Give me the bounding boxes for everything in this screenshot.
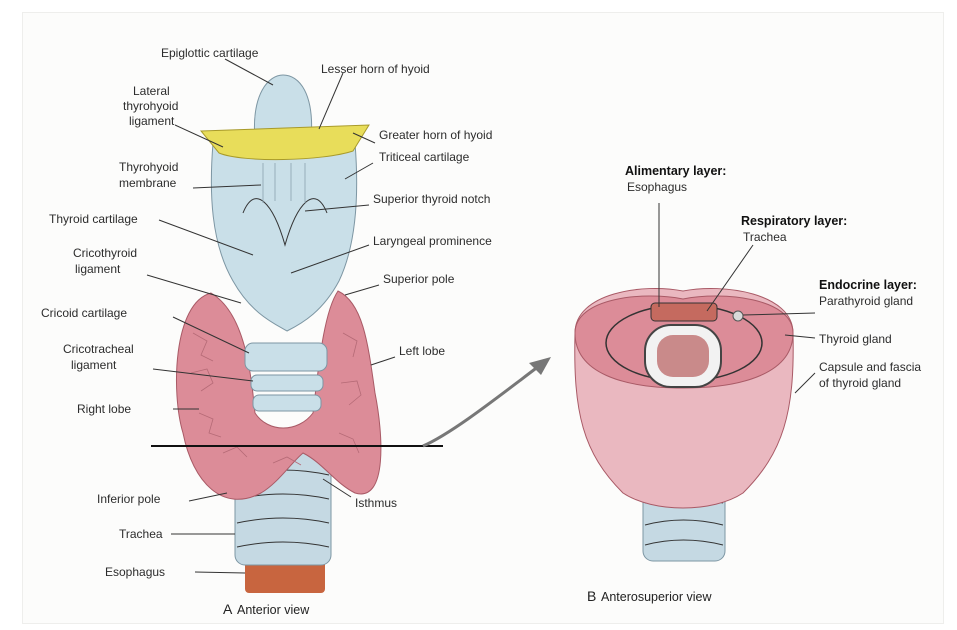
label-parathyroid-gland: Parathyroid gland bbox=[819, 294, 913, 308]
label-right-lobe: Right lobe bbox=[77, 402, 131, 416]
label-lesser-horn-hyoid: Lesser horn of hyoid bbox=[321, 62, 430, 76]
anatomy-svg: Epiglottic cartilage Lesser horn of hyoi… bbox=[23, 13, 943, 623]
label-epiglottic-cartilage: Epiglottic cartilage bbox=[161, 46, 259, 60]
label-capsule-fascia-1: Capsule and fascia bbox=[819, 360, 921, 374]
label-trachea-b: Trachea bbox=[743, 230, 787, 244]
label-isthmus: Isthmus bbox=[355, 496, 397, 510]
anterosuperior-view-drawing bbox=[575, 288, 793, 561]
label-cricotracheal-1: Cricotracheal bbox=[63, 342, 134, 356]
thyroid-anatomy-illustration: Epiglottic cartilage Lesser horn of hyoi… bbox=[22, 12, 944, 624]
esophagus-segment-a bbox=[245, 561, 325, 593]
label-thyroid-gland: Thyroid gland bbox=[819, 332, 892, 346]
caption-letter-b: B bbox=[587, 588, 596, 604]
label-capsule-fascia-2: of thyroid gland bbox=[819, 376, 901, 390]
label-cricothyroid-2: ligament bbox=[75, 262, 121, 276]
caption-b: Anterosuperior view bbox=[601, 590, 712, 604]
anterior-view-drawing bbox=[151, 75, 551, 593]
label-greater-horn-hyoid: Greater horn of hyoid bbox=[379, 128, 492, 142]
label-esophagus-b: Esophagus bbox=[627, 180, 687, 194]
label-laryngeal-prominence: Laryngeal prominence bbox=[373, 234, 492, 248]
label-thyrohyoid-membrane-2: membrane bbox=[119, 176, 177, 190]
label-lateral-thyrohyoid-1: Lateral bbox=[133, 84, 170, 98]
label-thyroid-cartilage: Thyroid cartilage bbox=[49, 212, 138, 226]
label-thyrohyoid-membrane-1: Thyrohyoid bbox=[119, 160, 178, 174]
label-alimentary-layer: Alimentary layer: bbox=[625, 164, 726, 178]
label-cricoid-cartilage: Cricoid cartilage bbox=[41, 306, 127, 320]
label-superior-pole: Superior pole bbox=[383, 272, 455, 286]
label-cricotracheal-2: ligament bbox=[71, 358, 117, 372]
label-lateral-thyrohyoid-2: thyrohyoid bbox=[123, 99, 178, 113]
caption-a: Anterior view bbox=[237, 603, 310, 617]
label-esophagus-a: Esophagus bbox=[105, 565, 165, 579]
section-arrow bbox=[423, 363, 543, 446]
label-endocrine-layer: Endocrine layer: bbox=[819, 278, 917, 292]
label-lateral-thyrohyoid-3: ligament bbox=[129, 114, 175, 128]
caption-letter-a: A bbox=[223, 601, 233, 617]
label-superior-thyroid-notch: Superior thyroid notch bbox=[373, 192, 490, 206]
label-inferior-pole: Inferior pole bbox=[97, 492, 161, 506]
label-left-lobe: Left lobe bbox=[399, 344, 445, 358]
label-trachea-a: Trachea bbox=[119, 527, 163, 541]
cricoid-cartilage-a bbox=[245, 343, 327, 371]
label-respiratory-layer: Respiratory layer: bbox=[741, 214, 847, 228]
esophagus-segment-b bbox=[651, 303, 717, 321]
label-triticeal-cartilage: Triticeal cartilage bbox=[379, 150, 470, 164]
label-cricothyroid-1: Cricothyroid bbox=[73, 246, 137, 260]
parathyroid-gland-dot bbox=[733, 311, 743, 321]
